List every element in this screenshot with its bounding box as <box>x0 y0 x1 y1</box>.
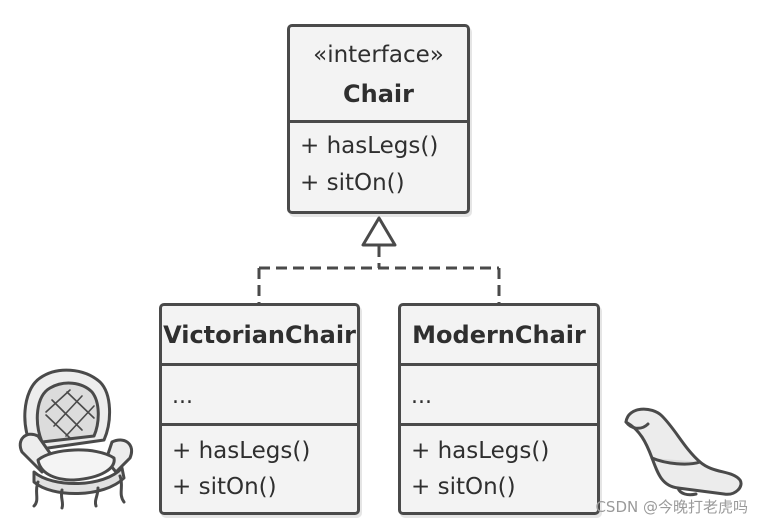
modern-curved-chair-icon <box>624 407 743 497</box>
modern-methods: + hasLegs() + sitOn() <box>401 426 597 499</box>
modern-chair-class-box: ModernChair ... + hasLegs() + sitOn() <box>398 303 600 515</box>
chair-header: «interface» Chair <box>290 27 467 123</box>
class-name: Chair <box>343 80 414 108</box>
watermark-text: CSDN @今晚打老虎吗 <box>595 498 748 516</box>
victorian-header: VictorianChair <box>162 306 357 366</box>
method: + sitOn() <box>411 474 516 500</box>
stereotype-label: «interface» <box>313 42 444 68</box>
realization-arrowhead <box>361 216 397 247</box>
method: + hasLegs() <box>411 438 550 464</box>
victorian-armchair-icon <box>18 368 133 510</box>
chair-methods: + hasLegs() + sitOn() <box>290 123 467 195</box>
modern-fields: ... <box>401 366 597 426</box>
method: + sitOn() <box>300 170 405 196</box>
modern-header: ModernChair <box>401 306 597 366</box>
method: + hasLegs() <box>300 133 439 159</box>
chair-interface-box: «interface» Chair + hasLegs() + sitOn() <box>287 24 470 214</box>
class-name: VictorianChair <box>163 321 356 349</box>
victorian-methods: + hasLegs() + sitOn() <box>162 426 357 499</box>
victorian-fields: ... <box>162 366 357 426</box>
fields-ellipsis: ... <box>172 384 193 409</box>
method: + sitOn() <box>172 474 277 500</box>
class-name: ModernChair <box>412 321 586 349</box>
method: + hasLegs() <box>172 438 311 464</box>
victorian-chair-class-box: VictorianChair ... + hasLegs() + sitOn() <box>159 303 360 515</box>
fields-ellipsis: ... <box>411 384 432 409</box>
